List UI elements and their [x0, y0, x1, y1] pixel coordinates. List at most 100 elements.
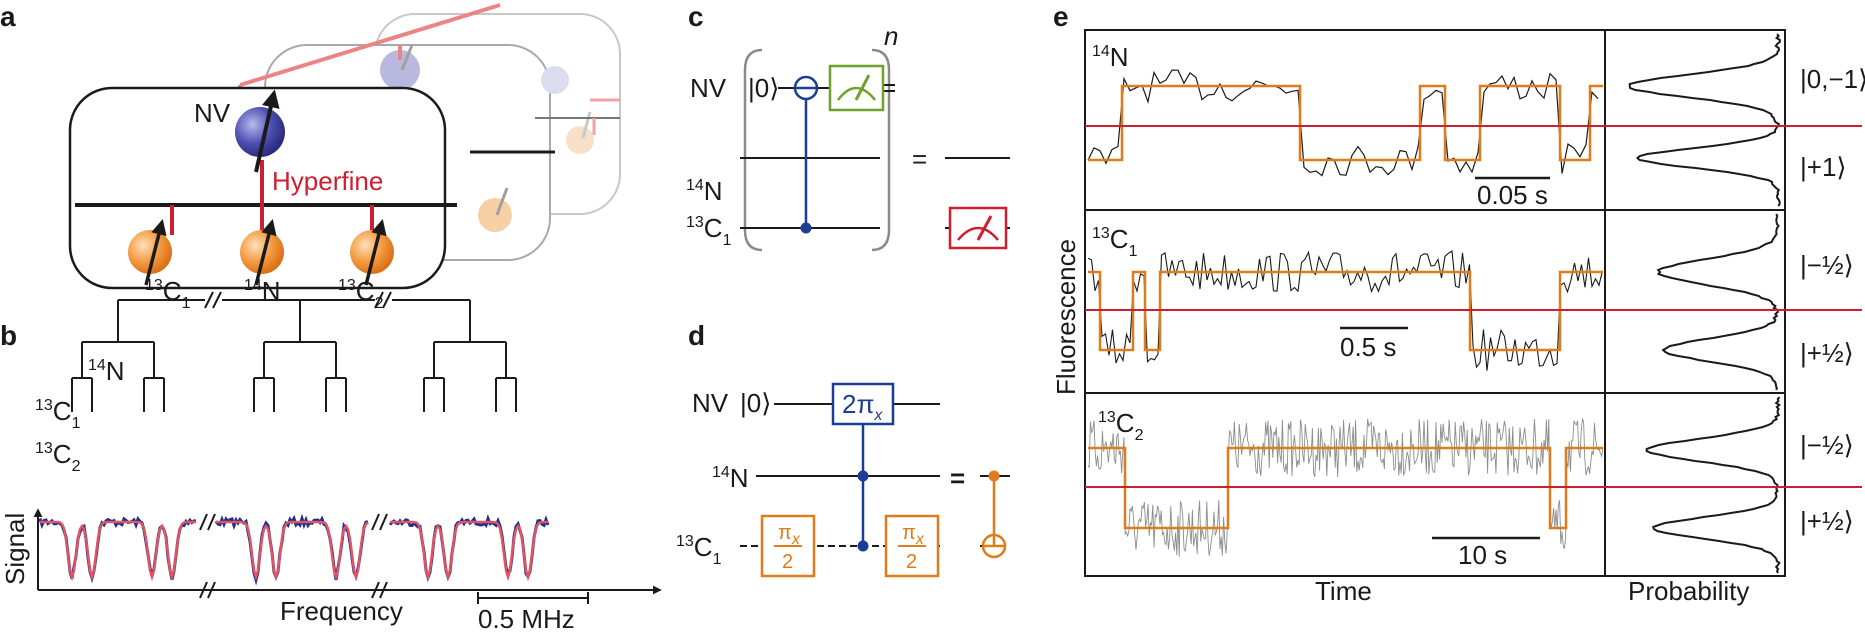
circuit-d-c1-label: 13C1 — [676, 532, 722, 568]
svg-text:πx: πx — [778, 522, 801, 548]
panel-a: a — [0, 1, 621, 312]
trace-label-c2: 13C2 — [1098, 408, 1144, 444]
histogram-frame — [1604, 29, 1786, 577]
circuit-c-c1-label: 13C1 — [686, 213, 732, 249]
tree-mid-c2-branch-0 — [253, 377, 275, 412]
svg-text:2: 2 — [906, 551, 917, 573]
n-spin-icon — [240, 230, 284, 274]
state-label-n-top: |0,−1⟩ — [1800, 64, 1865, 94]
tree-mid-c1-branch — [263, 340, 337, 378]
scalebar-n-label: 0.05 s — [1477, 180, 1548, 210]
control-dot-n-icon — [857, 470, 869, 482]
panel-b-letter: b — [0, 320, 17, 351]
svg-text:πx: πx — [902, 522, 925, 548]
c2-spin-icon — [350, 230, 394, 274]
tree-right-c1-branch — [433, 340, 507, 378]
axis-break-0 — [199, 513, 216, 531]
frequency-scalebar-label: 0.5 MHz — [478, 604, 575, 634]
hyperfine-splitting-tree — [71, 291, 517, 412]
probability-axis-label: Probability — [1628, 576, 1749, 606]
c2-spin-arrow-icon — [364, 218, 387, 286]
tree-left-c2-branch-1 — [143, 377, 165, 412]
circuit-d-ket0: |0⟩ — [740, 388, 771, 418]
control-dot-c1-icon — [857, 540, 869, 552]
circuit-d-equals: = — [950, 463, 965, 493]
trace-c1-raw — [1087, 250, 1604, 371]
tree-c2-label: 13C2 — [35, 439, 81, 475]
repeat-count: n — [884, 21, 898, 51]
tree-break-0 — [204, 291, 222, 309]
histogram-c2 — [1645, 396, 1781, 574]
state-label-c2-top: |−½⟩ — [1800, 430, 1854, 460]
gate-half-pi-left: πx 2 — [760, 514, 816, 578]
frequency-axis-label: Frequency — [280, 596, 403, 626]
histogram-n — [1628, 33, 1781, 207]
ghost-nv-spin-2 — [541, 66, 569, 94]
cnot-c-control-icon — [800, 222, 812, 234]
tree-n-label: 14N — [88, 356, 125, 386]
panel-e: e 14N 13C1 13C2 0.05 s 0.5 s 10 s |0,−1⟩… — [1051, 1, 1865, 606]
tree-mid-c2-branch-1 — [325, 377, 347, 412]
svg-text:2: 2 — [782, 551, 793, 573]
tree-left-c2-branch-0 — [71, 377, 93, 412]
trace-label-c1: 13C1 — [1092, 224, 1138, 260]
tree-right-c2-branch-0 — [423, 377, 445, 412]
time-trace-frame — [1084, 29, 1606, 577]
trace-label-n: 14N — [1092, 42, 1129, 72]
histogram-c1 — [1656, 213, 1780, 391]
tree-c1-label: 13C1 — [35, 396, 81, 432]
circuit-c-equals: = — [912, 144, 927, 174]
nv-measurement-icon — [828, 64, 885, 112]
circuit-d-nv-label: NV — [692, 388, 729, 418]
meter-arc-green — [837, 86, 876, 101]
odmr-fit-red — [216, 520, 369, 582]
n-label: 14N — [244, 276, 281, 306]
hyperfine-label: Hyperfine — [272, 166, 383, 196]
trace-c1-fit — [1088, 270, 1603, 352]
ghost-nuclear-spin-1 — [478, 198, 512, 232]
meter-needle-red — [976, 215, 993, 241]
equiv-cnot-control-icon — [988, 470, 1000, 482]
c1-spin-icon — [128, 230, 172, 274]
panel-c: c n NV |0⟩ 14N 13C1 = — [686, 1, 1010, 252]
axis-break-1 — [371, 513, 388, 531]
axis-break-2 — [199, 581, 216, 599]
gate-2pi-label: 2πx — [842, 389, 883, 424]
fluorescence-traces — [1087, 69, 1604, 557]
ghost-arrow-1b — [495, 187, 509, 216]
panel-a-letter: a — [0, 1, 16, 32]
ghost-nuclear-spin-2 — [566, 126, 594, 154]
scalebar-c1-label: 0.5 s — [1340, 332, 1396, 362]
trace-n-raw — [1087, 69, 1599, 177]
axis-break-3 — [371, 581, 388, 599]
gate-2pi-x — [831, 382, 895, 426]
panel-d-letter: d — [688, 320, 705, 351]
odmr-spectra — [38, 513, 550, 586]
tree-break-1 — [374, 291, 392, 309]
fluorescence-axis-label: Fluorescence — [1051, 239, 1081, 395]
state-label-c1-top: |−½⟩ — [1800, 250, 1854, 280]
circuit-c-ket0: |0⟩ — [748, 73, 779, 103]
state-label-n-bottom: |+1⟩ — [1800, 152, 1847, 182]
circuit-d-n-label: 14N — [712, 463, 749, 493]
nv-spin-icon — [235, 107, 285, 157]
trace-n-fit — [1088, 84, 1603, 162]
repeat-bracket-left — [743, 48, 763, 252]
c1-spin-arrow-icon — [144, 218, 167, 286]
axis-breaks — [199, 513, 388, 599]
ghost-nv-spin-1 — [380, 50, 420, 90]
state-label-c2-bottom: |+½⟩ — [1800, 506, 1854, 536]
gate-half-pi-right: πx 2 — [884, 514, 940, 578]
scalebar-c2-label: 10 s — [1458, 540, 1507, 570]
c2-label: 13C2 — [338, 276, 384, 312]
panel-d: d NV |0⟩ 14N 13C1 2πx πx 2 πx 2 = — [676, 320, 1010, 578]
ghost-arrow-1a — [400, 44, 414, 71]
circuit-c-n-label: 14N — [686, 176, 723, 206]
probability-histograms — [1628, 33, 1781, 574]
tree-right-c2-branch-1 — [495, 377, 517, 412]
panel-b: b 14N 13C1 13C2 Signal Frequency 0.5 MHz — [0, 291, 662, 634]
meter-needle-green — [854, 74, 871, 101]
odmr-fit-red — [390, 520, 548, 582]
c1-label: 13C1 — [145, 276, 191, 312]
